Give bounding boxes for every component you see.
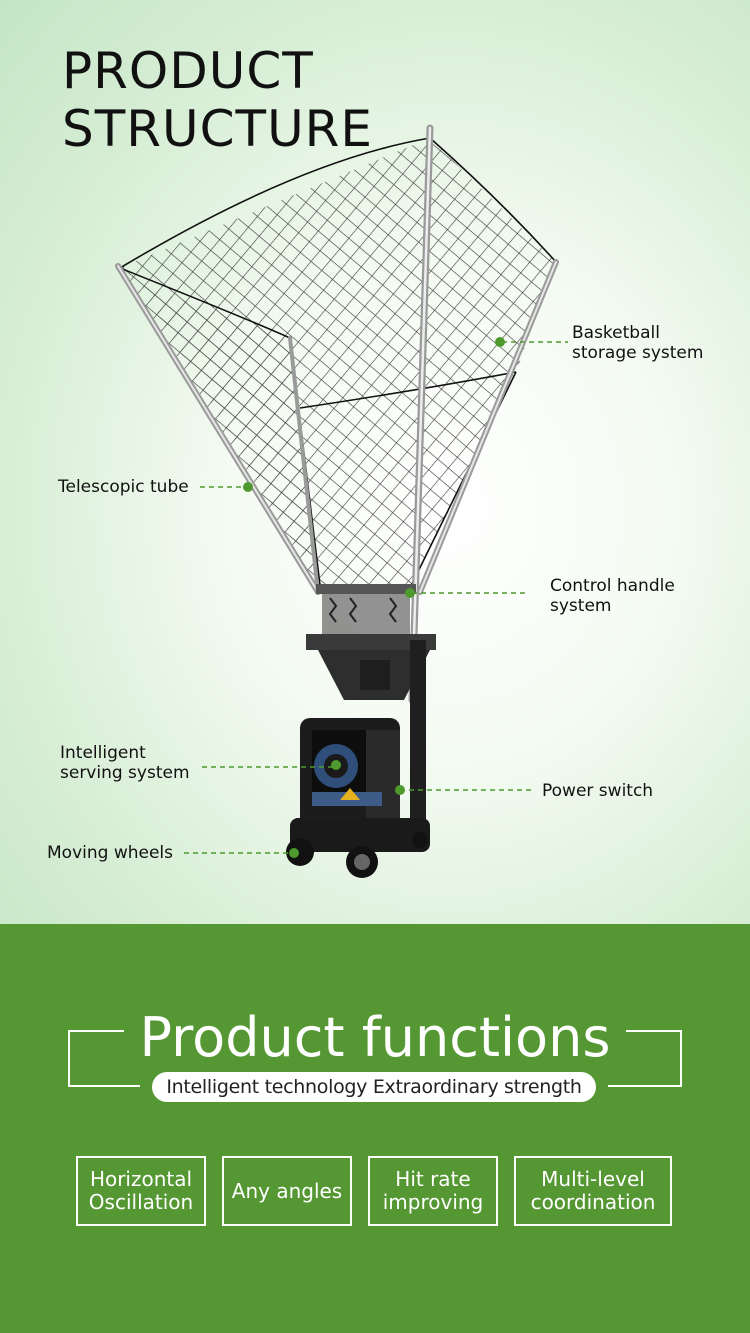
feature-horizontal-oscillation: Horizontal Oscillation <box>76 1156 206 1226</box>
hopper-frame <box>306 584 436 700</box>
support-pole <box>410 640 426 840</box>
ball-machine-illustration <box>115 124 568 878</box>
product-structure-section: PRODUCT STRUCTURE <box>0 0 750 924</box>
feature-any-angles: Any angles <box>222 1156 352 1226</box>
wheeled-base <box>286 818 430 878</box>
storage-dot <box>495 337 505 347</box>
frame-bottom-left <box>68 1085 140 1087</box>
telescopic-dot <box>243 482 253 492</box>
feature-hit-rate: Hit rate improving <box>368 1156 498 1226</box>
serving-dot <box>331 760 341 770</box>
telescopic-tubes <box>115 124 559 704</box>
label-power-switch: Power switch <box>542 781 654 801</box>
label-control-handle: Control handle system <box>550 576 675 616</box>
frame-top-right <box>626 1030 682 1032</box>
structure-title-line1: PRODUCT <box>62 42 314 100</box>
label-basketball-storage: Basketball storage system <box>572 323 704 363</box>
power-dot <box>395 785 405 795</box>
frame-left <box>68 1030 70 1087</box>
structure-title: PRODUCT STRUCTURE <box>62 42 373 158</box>
frame-right <box>680 1030 682 1087</box>
functions-title: Product functions <box>139 1006 611 1069</box>
label-moving-wheels: Moving wheels <box>47 843 173 863</box>
product-functions-section: Product functions Intelligent technology… <box>0 924 750 1333</box>
structure-title-line2: STRUCTURE <box>62 100 374 158</box>
label-intelligent-serving: Intelligent serving system <box>60 743 190 783</box>
feature-multi-level: Multi-level coordination <box>514 1156 672 1226</box>
label-telescopic-tube: Telescopic tube <box>58 477 189 497</box>
control-dot <box>405 588 415 598</box>
frame-top-left <box>68 1030 124 1032</box>
callout-dots <box>243 337 505 858</box>
ball-net <box>120 138 556 590</box>
serving-head <box>300 718 400 828</box>
callout-lines <box>184 341 568 854</box>
frame-bottom-right <box>608 1085 682 1087</box>
functions-subtitle: Intelligent technology Extraordinary str… <box>152 1072 596 1102</box>
wheels-dot <box>289 848 299 858</box>
